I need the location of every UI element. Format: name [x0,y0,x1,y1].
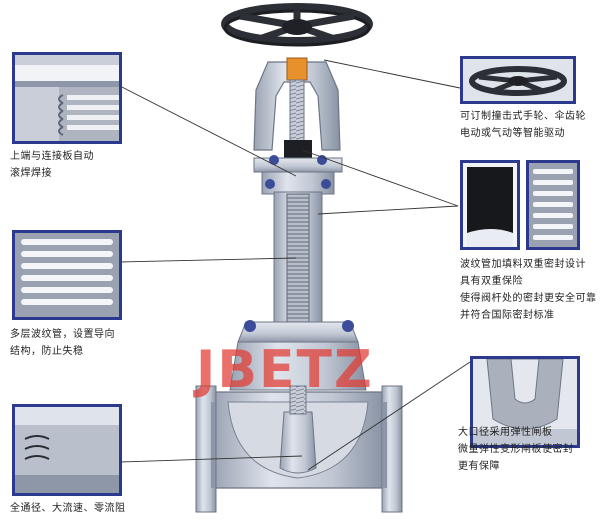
watermark-logo: JBETZ [196,340,374,400]
callout-elastic-gate: 大口径采用弹性闸板 微量弹性变形闸板使密封 更有保障 [458,424,574,475]
leader-lines [119,59,471,471]
callout-weld: 上端与连接板自动 滚焊焊接 [10,148,94,182]
callout-line: 波纹管加填料双重密封设计 [460,259,586,270]
callout-line: 滚焊焊接 [10,168,52,179]
bonnet-extension [273,191,323,323]
callout-line: 大口径采用弹性闸板 [458,427,553,438]
callout-line: 可订制撞击式手轮、伞齿轮 [460,111,586,122]
callout-line: 具有双重保险 [460,276,523,287]
flange-bolt-icon [244,320,256,332]
inset-elastic-gate [470,356,580,448]
callout-line: 并符合国际密封标准 [460,310,555,321]
callout-line: 结构，防止失稳 [10,346,84,357]
callout-handwheel: 可订制撞击式手轮、伞齿轮 电动或气动等智能驱动 [460,108,586,142]
stem-nut [286,57,308,81]
callout-line: 全通径、大流速、零流阻 [10,503,126,514]
callout-line: 电动或气动等智能驱动 [460,128,565,139]
flange-bolt-icon [317,155,327,165]
valve-body [211,385,385,489]
inset-bellows [12,230,122,320]
inset-bellows-seal [526,160,580,250]
inset-packing [460,160,520,250]
callout-bellows: 多层波纹管，设置导向 结构，防止失稳 [10,326,115,360]
callout-double-seal: 波纹管加填料双重密封设计 具有双重保险 使得阀杆处的密封更安全可靠 并符合国际密… [460,256,597,324]
flange-bolt-icon [269,155,279,165]
flange-bolt-icon [321,179,331,189]
flange-bolt-icon [265,179,275,189]
body-flange [229,320,367,391]
inset-weld-detail [12,52,122,144]
callout-line: 上端与连接板自动 [10,151,94,162]
inset-handwheel [460,56,576,104]
flange-bolt-icon [342,320,354,332]
gate-disc [279,411,317,474]
callout-line: 更有保障 [458,461,500,472]
inset-full-bore [12,404,122,496]
valve-stem [289,79,305,151]
callout-line: 微量弹性变形闸板使密封 [458,444,574,455]
handwheel-icon [221,3,373,47]
callout-line: 使得阀杆处的密封更安全可靠 [460,293,597,304]
callout-line: 多层波纹管，设置导向 [10,329,115,340]
callout-full-bore: 全通径、大流速、零流阻 [10,500,126,517]
bonnet-flange [253,155,343,195]
